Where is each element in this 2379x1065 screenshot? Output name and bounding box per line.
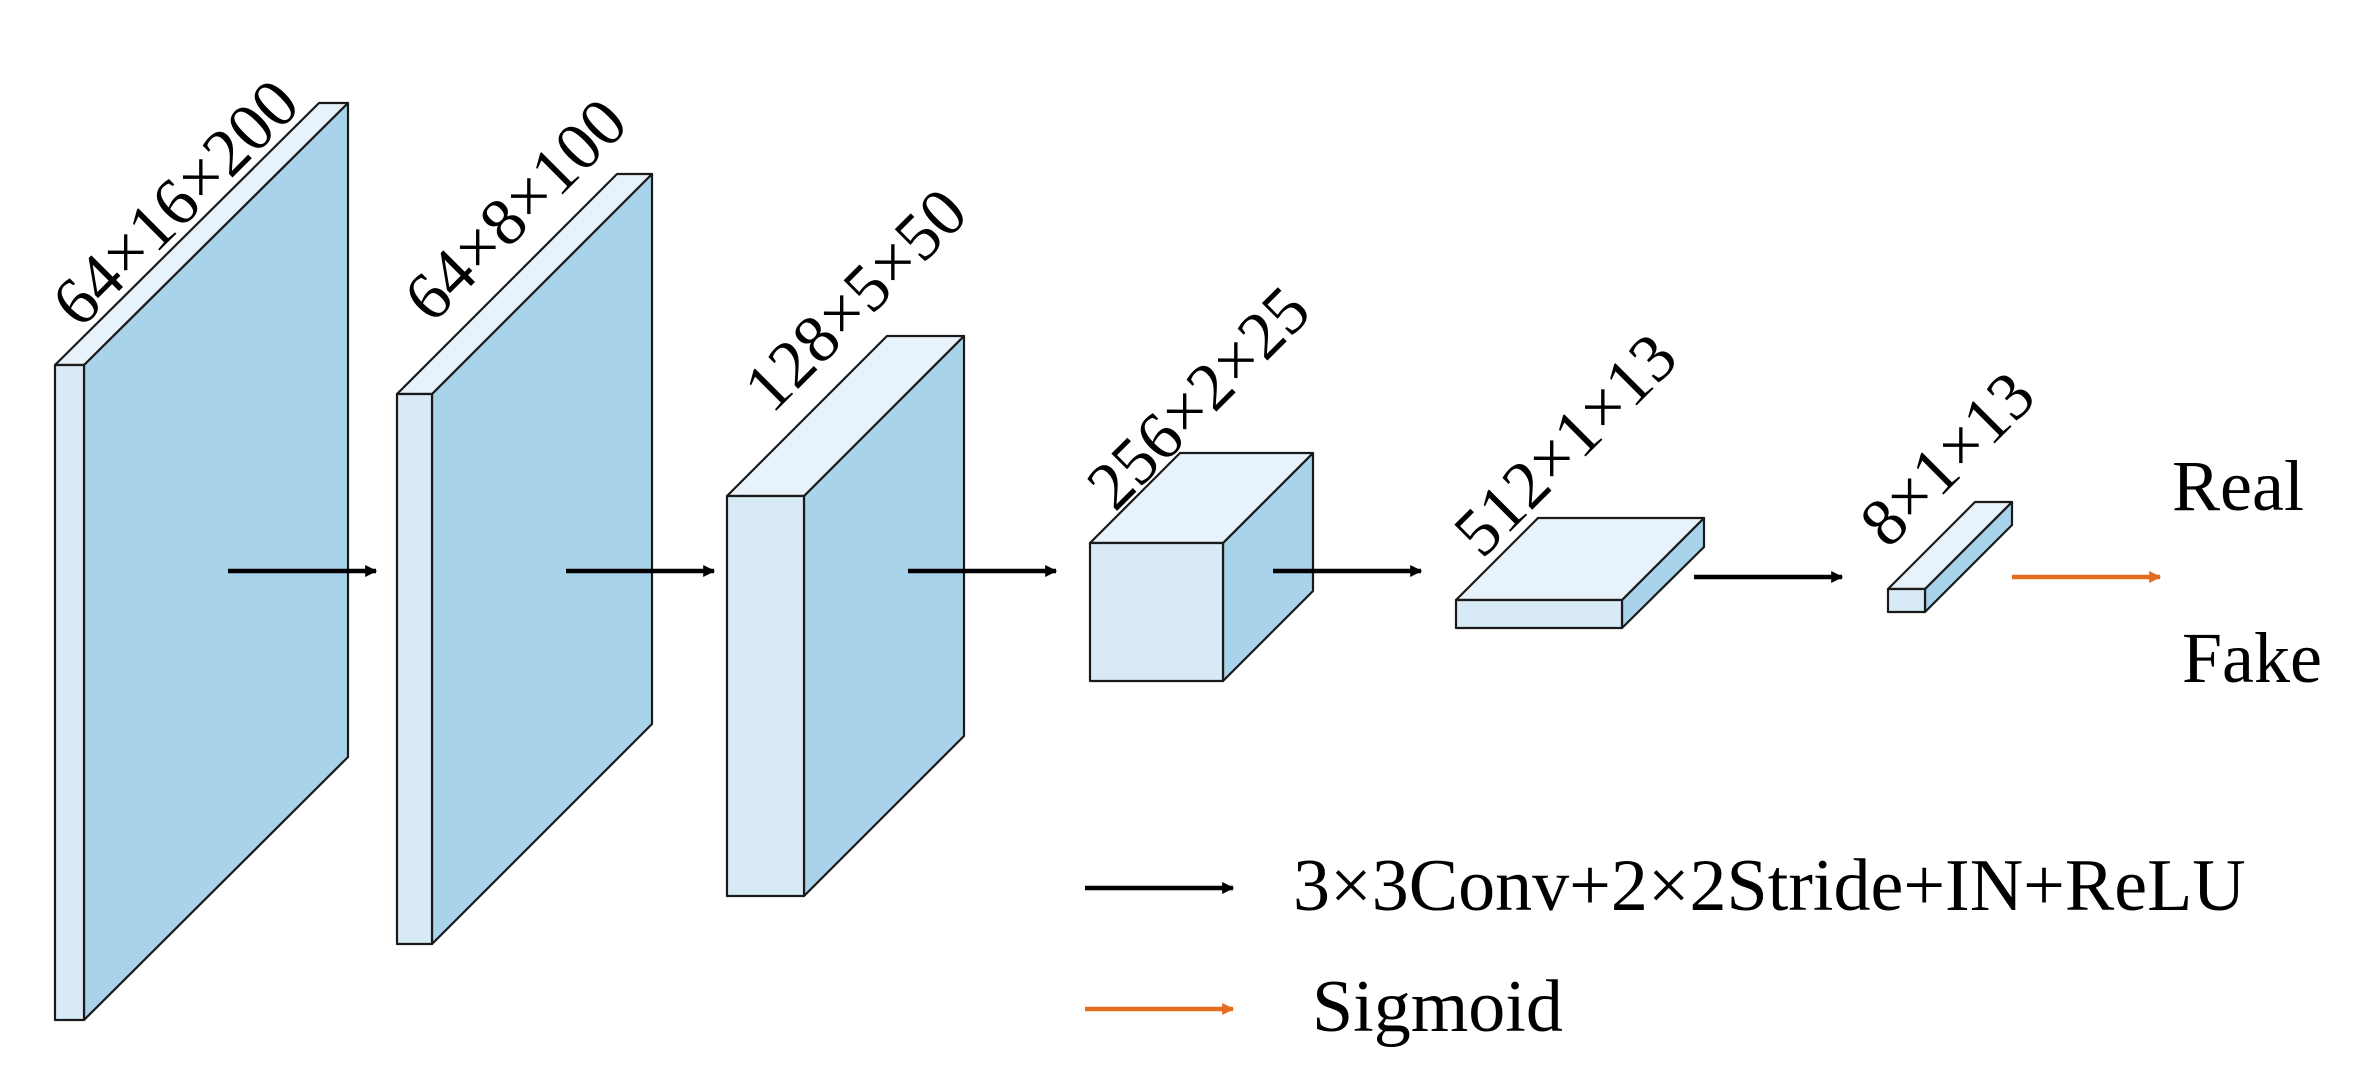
layer-block-5 xyxy=(1454,516,1706,630)
layer-block-3 xyxy=(725,334,966,898)
legend: 3×3Conv+2×2Stride+IN+ReLU Sigmoid xyxy=(1085,845,2246,1048)
flow-arrows xyxy=(228,565,2162,583)
layer-6-front xyxy=(1886,587,1927,614)
layer-2-front xyxy=(395,392,434,946)
layer-1-front xyxy=(53,363,86,1022)
layer-block-4 xyxy=(1088,451,1315,683)
layer-4-front xyxy=(1088,541,1225,683)
layer-5-front xyxy=(1454,598,1624,630)
legend-conv-label: 3×3Conv+2×2Stride+IN+ReLU xyxy=(1293,845,2246,927)
output-real-label: Real xyxy=(2172,446,2304,526)
layer-block-6 xyxy=(1886,500,2014,614)
output-labels: Real Fake xyxy=(2172,446,2322,698)
layer-block-2 xyxy=(395,172,654,946)
layer-3-front xyxy=(725,494,806,898)
legend-sigmoid-label: Sigmoid xyxy=(1312,966,1563,1048)
layer-block-1 xyxy=(53,101,350,1022)
output-fake-label: Fake xyxy=(2182,618,2322,698)
